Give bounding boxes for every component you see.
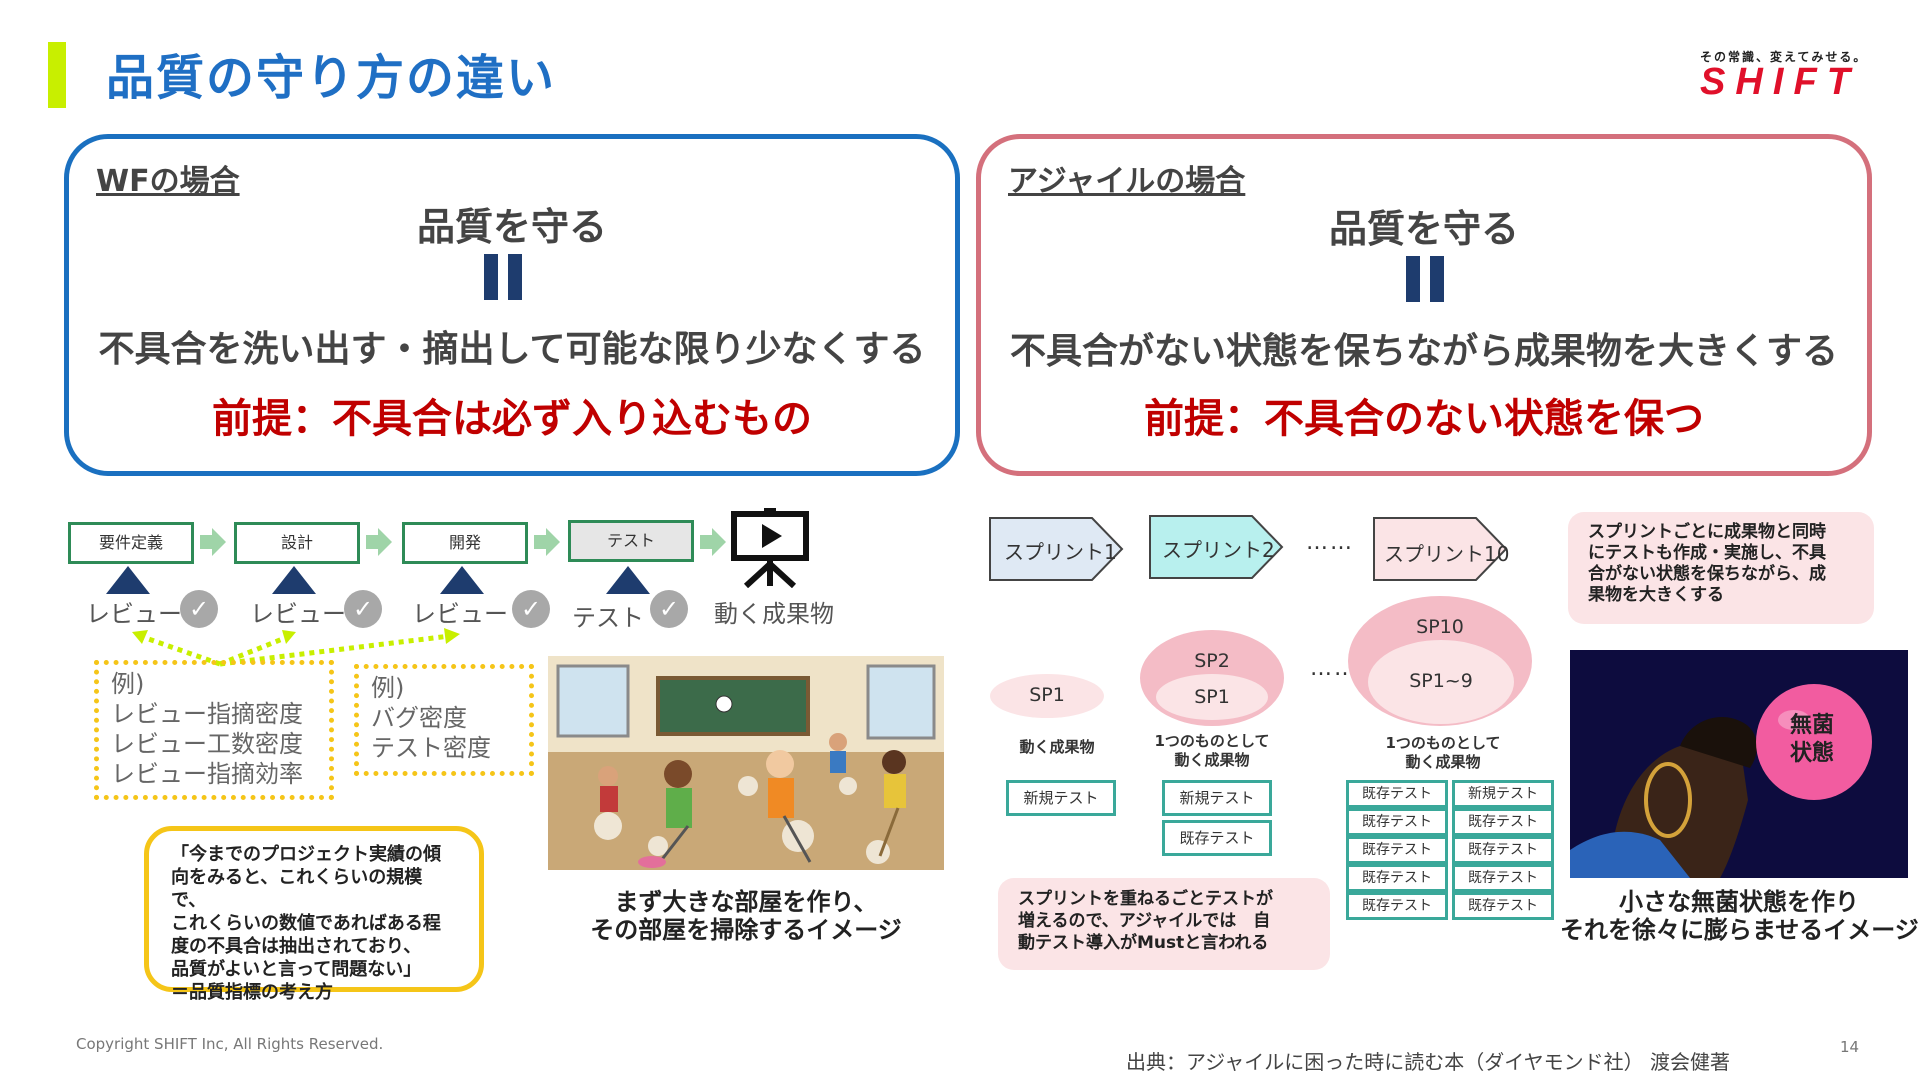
bubble-gum-illustration — [1570, 650, 1908, 878]
new-test-box: 新規テスト — [1162, 780, 1272, 816]
page-number: 14 — [1840, 1038, 1860, 1056]
logo-tagline: その常識、変えてみせる。 — [1700, 50, 1868, 64]
sp1-ellipse — [990, 674, 1104, 718]
wf-panel — [64, 134, 960, 476]
review-label: レビュー — [86, 600, 182, 628]
example-item: テスト密度 — [371, 734, 491, 762]
phase-design: 設計 — [234, 522, 360, 564]
review-label: レビュー — [250, 600, 346, 628]
agile-line1: 品質を守る — [1328, 207, 1519, 251]
sp1-caption: 動く成果物 — [1019, 738, 1095, 756]
wf-line2: 不具合を洗い出す・摘出して可能な限り少なくする — [98, 329, 926, 370]
sp2-caption: 1つのものとして 動く成果物 — [1154, 732, 1270, 769]
example-item: バグ密度 — [371, 704, 467, 732]
test-metrics-example: 例) バグ密度 テスト密度 — [354, 664, 534, 776]
shift-logo: SHIFT — [1700, 61, 1853, 102]
title-accent-bar — [48, 42, 66, 108]
existing-test-box: 既存テスト — [1346, 892, 1448, 920]
existing-test-box: 既存テスト — [1346, 808, 1448, 836]
check-icon: ✓ — [512, 590, 550, 628]
sprint-2-arrow — [1149, 515, 1284, 579]
check-icon: ✓ — [650, 590, 688, 628]
sp2-inner-ellipse — [1156, 674, 1268, 720]
agile-heading: アジャイルの場合 — [1008, 164, 1246, 199]
sprint-10-arrow — [1373, 517, 1508, 581]
classroom-cleaning-illustration — [548, 656, 944, 870]
agile-image-caption-1: 小さな無菌状態を作り — [1619, 888, 1859, 916]
existing-test-box: 既存テスト — [1452, 808, 1554, 836]
sprint-1-arrow — [989, 517, 1124, 581]
existing-test-box: 既存テスト — [1452, 892, 1554, 920]
new-test-box: 新規テスト — [1006, 780, 1116, 816]
existing-test-box: 既存テスト — [1452, 864, 1554, 892]
test-marker-icon — [606, 566, 650, 594]
bubble-text: 無菌 状態 — [1789, 713, 1834, 766]
review-label: レビュー — [412, 600, 508, 628]
sp10-caption: 1つのものとして 動く成果物 — [1385, 734, 1501, 771]
sp10-inner-label: SP1~9 — [1409, 670, 1473, 692]
existing-test-box: 既存テスト — [1346, 780, 1448, 808]
review-marker-icon — [106, 566, 150, 594]
agile-panel — [976, 134, 1872, 476]
example-item: レビュー指摘効率 — [111, 760, 303, 788]
existing-test-box: 既存テスト — [1162, 820, 1272, 856]
connector-arrows — [132, 628, 460, 667]
review-marker-icon — [440, 566, 484, 594]
sp10-outer-label: SP10 — [1416, 616, 1464, 638]
logo-text: SHIFT — [1700, 61, 1853, 102]
phase-requirements: 要件定義 — [68, 522, 194, 564]
wf-premise: 前提：不具合は必ず入り込むもの — [212, 396, 812, 442]
existing-test-box: 既存テスト — [1346, 836, 1448, 864]
wf-image-caption-1: まず大きな部屋を作り、 — [614, 888, 878, 916]
agile-note-box: スプリントを重ねるごとテストが 増えるので、アジャイルでは 自 動テスト導入がM… — [998, 878, 1330, 970]
review-metrics-example: 例) レビュー指摘密度 レビュー工数密度 レビュー指摘効率 — [94, 660, 334, 800]
page-title: 品質の守り方の違い — [106, 50, 557, 106]
sp2-inner-label: SP1 — [1194, 686, 1230, 708]
example-title: 例) — [111, 670, 145, 698]
existing-test-box: 既存テスト — [1346, 864, 1448, 892]
example-item: レビュー工数密度 — [111, 730, 303, 758]
test-label: テスト — [572, 604, 644, 632]
output-label: 動く成果物 — [714, 600, 834, 628]
copyright: Copyright SHIFT Inc, All Rights Reserved… — [76, 1035, 384, 1053]
phase-test: テスト — [568, 520, 694, 562]
sprint-2-label: スプリント2 — [1162, 538, 1275, 562]
wf-image-caption-2: その部屋を掃除するイメージ — [590, 916, 902, 944]
review-marker-icon — [272, 566, 316, 594]
agile-line2: 不具合がない状態を保ちながら成果物を大きくする — [1009, 331, 1838, 372]
agile-premise: 前提：不具合のない状態を保つ — [1144, 396, 1704, 442]
check-icon: ✓ — [180, 590, 218, 628]
agile-image-caption-2: それを徐々に膨らませるイメージ — [1560, 916, 1919, 944]
check-icon: ✓ — [344, 590, 382, 628]
source-citation: 出典：アジャイルに困った時に読む本（ダイヤモンド社） 渡会健著 — [1126, 1050, 1730, 1074]
example-title: 例) — [371, 674, 405, 702]
sp2-outer-label: SP2 — [1194, 650, 1230, 672]
sprint-1-label: スプリント1 — [1004, 540, 1117, 564]
phase-development: 開発 — [402, 522, 528, 564]
sp10-inner-ellipse — [1368, 640, 1514, 724]
example-item: レビュー指摘密度 — [111, 700, 303, 728]
wf-heading: WFの場合 — [96, 164, 240, 199]
new-test-box: 新規テスト — [1452, 780, 1554, 808]
ellipsis: …… — [1306, 530, 1354, 555]
presentation-screen-icon — [731, 508, 809, 588]
wf-line1: 品質を守る — [416, 205, 607, 249]
existing-test-box: 既存テスト — [1452, 836, 1554, 864]
agile-info-box: スプリントごとに成果物と同時 にテストも作成・実施し、不具 合がない状態を保ちな… — [1568, 512, 1874, 624]
quality-metrics-quote: 「今までのプロジェクト実績の傾 向をみると、これくらいの規模で、 これくらいの数… — [144, 826, 484, 1003]
sp1-label: SP1 — [1029, 684, 1065, 706]
sprint-10-label: スプリント10 — [1384, 542, 1510, 566]
